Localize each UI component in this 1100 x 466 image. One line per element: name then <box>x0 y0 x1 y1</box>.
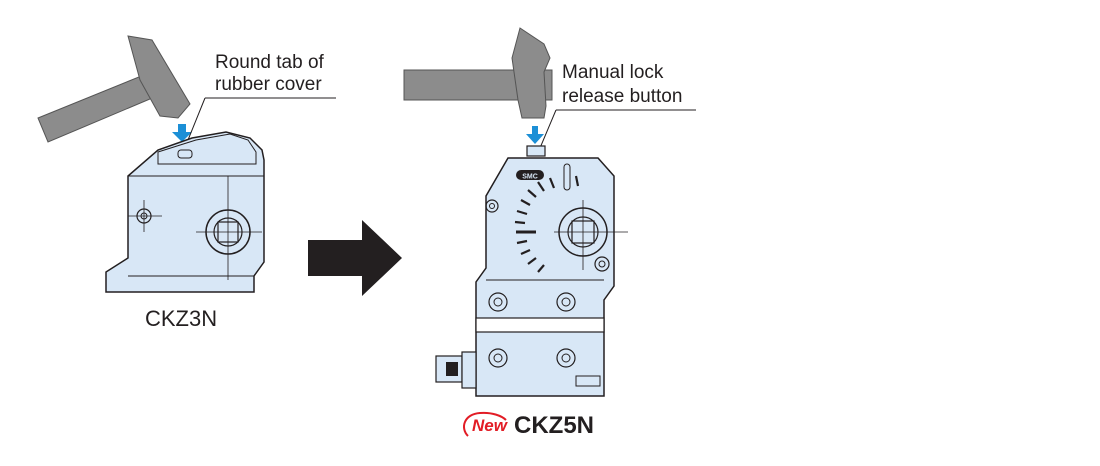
right-callout-line2: release button <box>562 86 683 107</box>
right-hammer <box>403 27 553 119</box>
left-callout-line2: rubber cover <box>215 74 322 95</box>
right-callout-leader <box>539 109 696 149</box>
left-press-arrow <box>172 124 192 142</box>
right-clamp-body: SMC <box>435 145 628 397</box>
left-callout-leader <box>187 97 336 141</box>
body-logo: SMC <box>522 174 538 181</box>
transition-arrow <box>308 220 402 296</box>
new-badge: New <box>472 416 507 435</box>
position-scale <box>514 175 580 273</box>
left-hammer <box>37 35 191 143</box>
left-caption: CKZ3N <box>145 306 218 331</box>
left-callout-line1: Round tab of <box>215 52 324 73</box>
new-badge-swoosh <box>463 411 507 437</box>
right-caption: CKZ5N <box>514 412 595 439</box>
left-clamp-body <box>105 131 265 293</box>
right-callout-line1: Manual lock <box>562 62 664 83</box>
right-press-arrow <box>526 126 544 144</box>
